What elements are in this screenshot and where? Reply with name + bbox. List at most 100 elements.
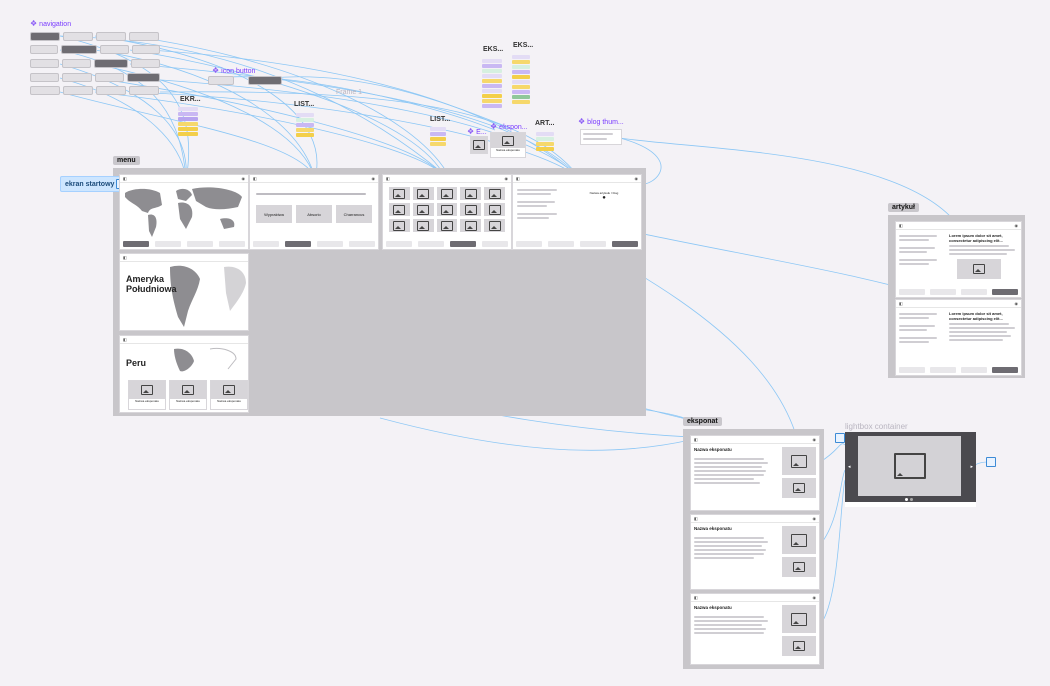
next-arrow-icon[interactable]: ▸: [970, 464, 973, 470]
bottom-nav-item[interactable]: [187, 241, 213, 247]
icon-button-variant[interactable]: [208, 76, 234, 85]
exhibit-tile[interactable]: [484, 203, 505, 216]
pager-dots[interactable]: [905, 498, 913, 501]
bottom-nav-item[interactable]: [155, 241, 181, 247]
lightbox-container[interactable]: ◂ ▸: [845, 432, 976, 507]
nav-variant[interactable]: [61, 58, 91, 68]
exhibit-tile[interactable]: [412, 219, 434, 232]
blog-thumb-component[interactable]: [580, 129, 622, 145]
overlay-link-icon[interactable]: [835, 433, 845, 443]
bottom-nav-item[interactable]: [123, 241, 149, 247]
bottom-nav-item[interactable]: [992, 289, 1019, 295]
exhibit-tile[interactable]: [460, 187, 482, 200]
nav-variant[interactable]: [30, 72, 60, 82]
exhibit-tile[interactable]: [412, 203, 434, 216]
nav-variant[interactable]: [131, 44, 160, 54]
exhibit-card[interactable]: Nazwa eksponatu: [210, 380, 248, 410]
category-card[interactable]: Wypraktwa: [256, 205, 292, 223]
screen-south-america[interactable]: ◧ Ameryka Południowa: [119, 253, 249, 331]
exhibit-tile[interactable]: [460, 219, 482, 232]
icon-button-variant[interactable]: [248, 76, 282, 85]
exhibit-thumb-component[interactable]: [470, 136, 488, 154]
bottom-nav-item[interactable]: [516, 241, 542, 247]
search-icon[interactable]: ◉: [371, 176, 376, 181]
nav-variant[interactable]: [126, 72, 160, 82]
close-icon[interactable]: ●: [602, 195, 606, 201]
search-icon[interactable]: ◉: [634, 176, 639, 181]
bottom-nav-item[interactable]: [929, 289, 956, 295]
nav-variant[interactable]: [63, 31, 93, 41]
nav-variant[interactable]: [62, 72, 92, 82]
screen-exhibit-grid[interactable]: ◧◉: [382, 174, 512, 250]
world-map[interactable]: [120, 183, 248, 239]
screen-blog-list[interactable]: ◧◉ Nazwa artykułu / blog●: [512, 174, 642, 250]
bottom-nav-item[interactable]: [386, 241, 412, 247]
nav-variant[interactable]: [30, 31, 60, 41]
bottom-nav-item[interactable]: [349, 241, 375, 247]
nav-variant[interactable]: [94, 72, 124, 82]
nav-variant[interactable]: [129, 85, 159, 95]
search-icon[interactable]: ◉: [812, 516, 817, 521]
bottom-nav-item[interactable]: [317, 241, 343, 247]
bottom-nav-item[interactable]: [612, 241, 638, 247]
bottom-nav-item[interactable]: [418, 241, 444, 247]
south-america-map[interactable]: [160, 263, 248, 329]
search-icon[interactable]: ◉: [241, 176, 246, 181]
exhibit-tile[interactable]: [484, 219, 505, 232]
exhibit-tile[interactable]: [389, 203, 410, 216]
bottom-nav-item[interactable]: [929, 367, 956, 373]
bottom-nav-item[interactable]: [898, 289, 925, 295]
bottom-nav-item[interactable]: [548, 241, 574, 247]
nav-variant[interactable]: [30, 58, 59, 68]
screen-article-1[interactable]: ◧◉ Lorem ipsum dolor sit amet, consectet…: [895, 221, 1022, 298]
nav-variant[interactable]: [129, 31, 159, 41]
bottom-nav-item[interactable]: [253, 241, 279, 247]
search-icon[interactable]: ◉: [1014, 301, 1019, 306]
bottom-nav-item[interactable]: [961, 289, 988, 295]
bottom-nav-item[interactable]: [450, 241, 476, 247]
bottom-nav-item[interactable]: [992, 367, 1019, 373]
exhibit-tile[interactable]: [484, 187, 505, 200]
search-icon[interactable]: ◉: [1014, 223, 1019, 228]
exhibit-card-component[interactable]: Nazwa eksponatu: [490, 132, 526, 158]
category-card[interactable]: Charrancus: [336, 205, 372, 223]
nav-variant[interactable]: [30, 85, 60, 95]
search-icon[interactable]: ◉: [504, 176, 509, 181]
exhibit-tile[interactable]: [412, 187, 434, 200]
play-icon[interactable]: [986, 457, 996, 467]
bottom-nav-item[interactable]: [285, 241, 311, 247]
previous-arrow-icon[interactable]: ◂: [848, 464, 851, 470]
nav-variant[interactable]: [96, 85, 126, 95]
exhibit-tile[interactable]: [389, 187, 410, 200]
peru-map[interactable]: [170, 345, 240, 377]
nav-variant[interactable]: [131, 58, 160, 68]
screen-category-list[interactable]: ◧◉ Wypraktwa Absorio Charrancus: [249, 174, 379, 250]
screen-article-2[interactable]: ◧◉ Lorem ipsum dolor sit amet, consectet…: [895, 299, 1022, 376]
exhibit-card[interactable]: Nazwa eksponatu: [169, 380, 207, 410]
nav-variant[interactable]: [100, 44, 129, 54]
bottom-nav-item[interactable]: [898, 367, 925, 373]
nav-variant[interactable]: [96, 31, 126, 41]
exhibit-tile[interactable]: [436, 187, 458, 200]
exhibit-tile[interactable]: [436, 219, 458, 232]
nav-variant[interactable]: [63, 85, 93, 95]
bottom-nav-item[interactable]: [580, 241, 606, 247]
search-icon[interactable]: ◉: [812, 437, 817, 442]
search-icon[interactable]: ◉: [812, 595, 817, 600]
exhibit-tile[interactable]: [460, 203, 482, 216]
category-card[interactable]: Absorio: [296, 205, 332, 223]
exhibit-card[interactable]: Nazwa eksponatu: [128, 380, 166, 410]
nav-variant[interactable]: [30, 44, 59, 54]
nav-variant[interactable]: [93, 58, 129, 68]
screen-exhibit-detail-3[interactable]: ◧◉ Nazwa eksponatu: [690, 593, 820, 665]
bottom-nav-item[interactable]: [482, 241, 508, 247]
nav-variant[interactable]: [61, 44, 98, 54]
screen-world-map[interactable]: ◧◉: [119, 174, 249, 250]
screen-exhibit-detail-2[interactable]: ◧◉ Nazwa eksponatu: [690, 514, 820, 590]
bottom-nav-item[interactable]: [219, 241, 245, 247]
screen-peru[interactable]: ◧ Peru Nazwa eksponatu Nazwa eksponatu N…: [119, 335, 249, 413]
screen-exhibit-detail-1[interactable]: ◧◉ Nazwa eksponatu: [690, 435, 820, 511]
bottom-nav-item[interactable]: [961, 367, 988, 373]
exhibit-tile[interactable]: [436, 203, 458, 216]
exhibit-tile[interactable]: [389, 219, 410, 232]
